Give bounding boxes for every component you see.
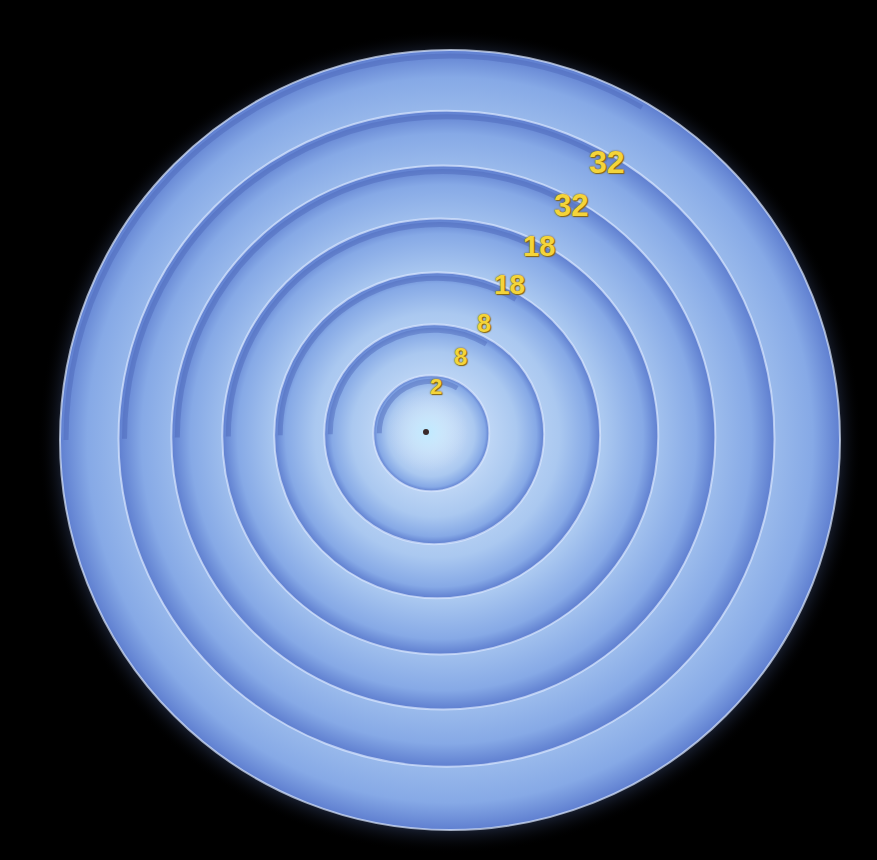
shell-capacity: 18 xyxy=(494,271,525,299)
electron-shell xyxy=(60,50,840,830)
electron-shell xyxy=(274,272,600,598)
electron-shell xyxy=(171,166,715,710)
shell-capacity: 18 xyxy=(523,232,555,261)
shell-capacity: 8 xyxy=(477,311,491,336)
nucleus xyxy=(423,429,429,435)
shell-capacity: 32 xyxy=(554,190,588,221)
shell-capacity: 2 xyxy=(430,376,442,398)
electron-shell xyxy=(222,218,658,654)
shell-capacity: 8 xyxy=(454,345,467,369)
core-glow xyxy=(388,392,468,472)
outer-glow xyxy=(38,30,862,854)
shell-group xyxy=(60,50,840,830)
electron-shell xyxy=(373,375,489,491)
shell-capacity: 32 xyxy=(589,146,625,178)
electron-shell xyxy=(324,324,544,544)
electron-shell xyxy=(119,111,775,767)
